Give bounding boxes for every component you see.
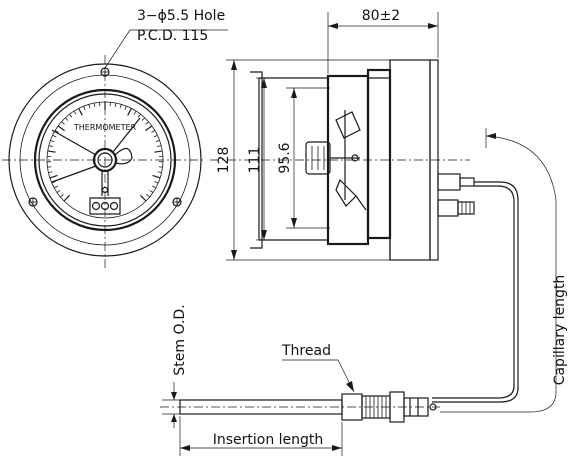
dial-tick xyxy=(154,150,163,153)
dimension-80-label: 80±2 xyxy=(362,8,400,24)
dial-tick xyxy=(73,110,77,115)
dial-tick xyxy=(48,145,53,147)
dial-tick xyxy=(93,102,96,108)
dial-tick xyxy=(124,105,127,110)
dial-tick xyxy=(52,134,57,138)
dial-tick xyxy=(119,104,122,109)
dimension-95-6-label: 95.6 xyxy=(277,142,293,173)
dial-tick xyxy=(154,181,159,184)
dial-tick xyxy=(127,108,132,116)
dial-tick xyxy=(151,130,156,133)
dial-tick xyxy=(155,139,160,143)
dial-tick xyxy=(145,125,153,132)
dial-tick xyxy=(114,102,117,108)
dial-tick xyxy=(48,171,53,174)
capillary-length-label: Capillary length xyxy=(552,275,568,386)
dial-tick xyxy=(152,174,161,179)
dial-tick xyxy=(47,150,56,153)
dial-tick xyxy=(145,121,149,125)
pcd-callout: P.C.D. 115 xyxy=(137,28,208,44)
dial-tick xyxy=(60,194,64,198)
dial-tick xyxy=(47,166,52,168)
dial-tick xyxy=(146,194,150,198)
mounting-hole xyxy=(100,67,110,77)
dimension-80 xyxy=(327,12,439,74)
mounting-hole xyxy=(28,197,38,207)
mounting-hole xyxy=(172,197,182,207)
dial-tick xyxy=(49,174,58,179)
stem-od-label: Stem O.D. xyxy=(172,304,188,375)
dimension-111 xyxy=(256,77,270,241)
dial-tick xyxy=(157,171,162,174)
dial-label: THERMOMETER xyxy=(73,123,137,132)
dial-tick xyxy=(137,113,141,118)
dial-tick xyxy=(61,121,65,125)
capillary-tube xyxy=(432,128,557,413)
front-view: THERMOMETER xyxy=(2,29,228,270)
dial-tick xyxy=(141,117,145,121)
dial-tick xyxy=(54,130,59,133)
dial-tick xyxy=(149,190,154,193)
dimension-insertion xyxy=(179,416,343,456)
dial-tick xyxy=(158,166,163,168)
dial-tick xyxy=(51,181,56,184)
side-view xyxy=(210,59,475,261)
dimension-111-label: 111 xyxy=(247,147,263,174)
dial-tick xyxy=(78,108,83,116)
dimension-128 xyxy=(226,59,390,261)
hole-callout: 3−ϕ5.5 Hole xyxy=(137,8,225,24)
dial-tick xyxy=(153,134,158,138)
dial-tick xyxy=(152,185,157,189)
dial-tick xyxy=(50,139,55,143)
dimension-stem-od xyxy=(162,382,180,428)
dial-scale xyxy=(47,102,163,202)
dial-tick xyxy=(133,110,137,115)
dial-tick xyxy=(83,105,86,110)
dial-tick xyxy=(56,190,61,193)
dial-tick xyxy=(69,113,73,118)
dial-tick xyxy=(139,194,147,202)
dial-tick xyxy=(63,194,71,202)
dimension-95-6 xyxy=(286,87,330,229)
dial-tick xyxy=(88,104,91,109)
dial-tick xyxy=(53,185,58,189)
thread-callout: Thread xyxy=(281,343,331,359)
dial-tick xyxy=(65,117,69,121)
dial-tick xyxy=(157,145,162,147)
insertion-length-label: Insertion length xyxy=(213,432,324,448)
dimension-128-label: 128 xyxy=(216,147,232,174)
stem-probe xyxy=(160,359,440,423)
dial-tick xyxy=(57,125,65,132)
